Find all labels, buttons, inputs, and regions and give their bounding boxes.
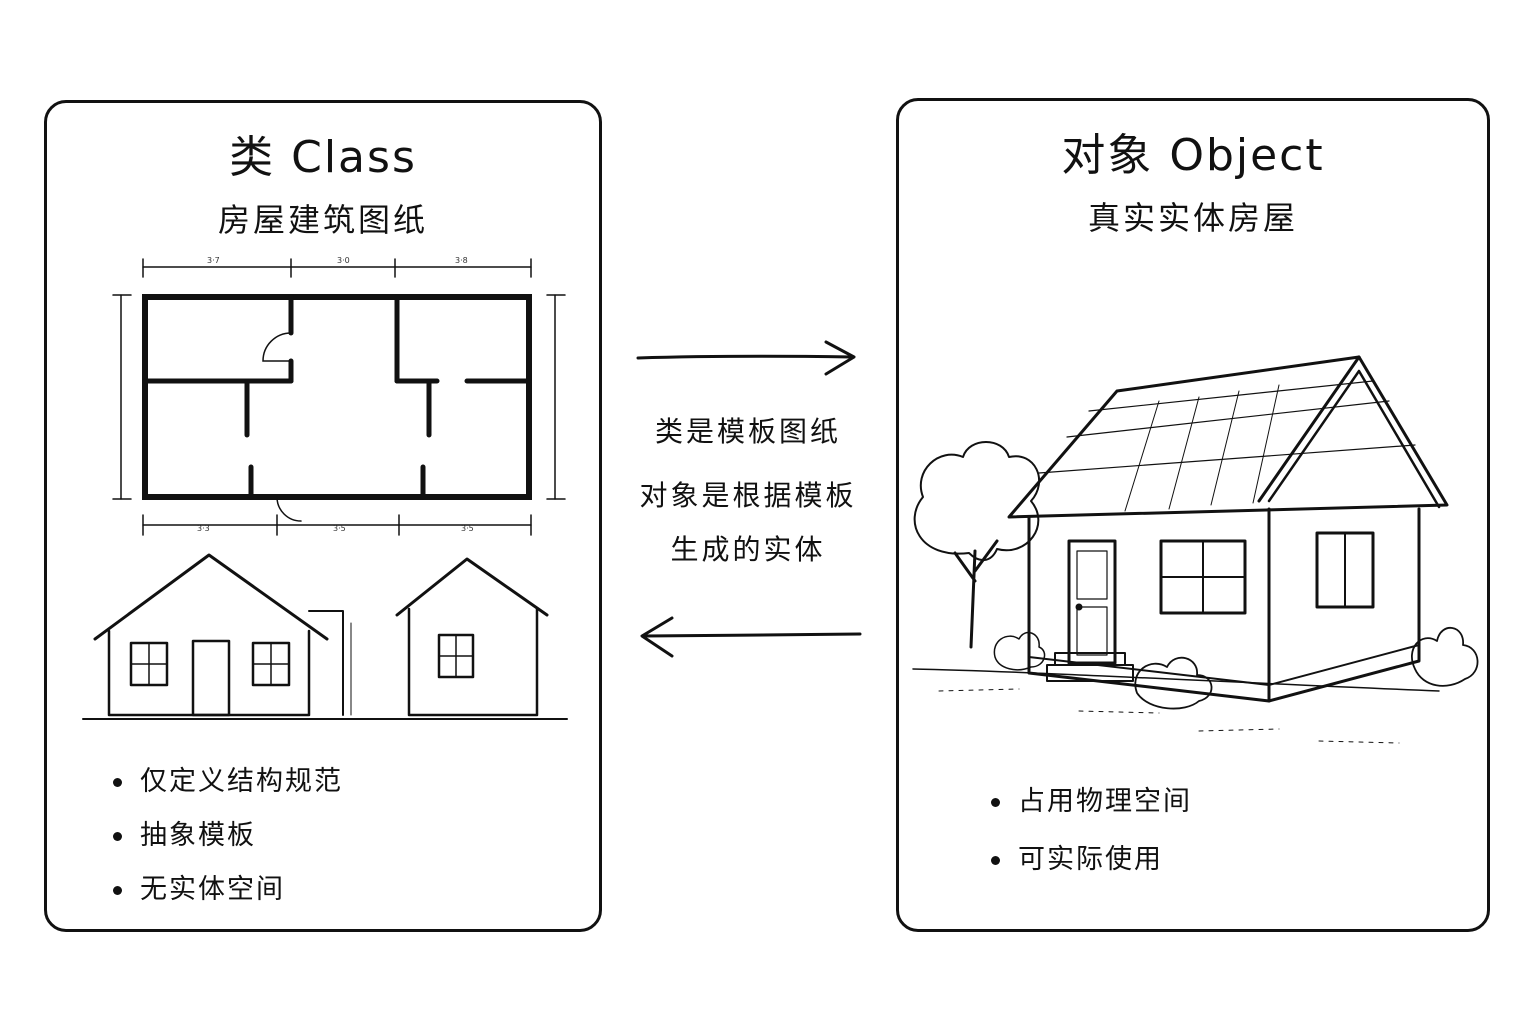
bullet-dot-icon xyxy=(113,885,122,895)
svg-text:3·0: 3·0 xyxy=(337,256,350,265)
object-title: 对象 Object xyxy=(1061,130,1325,181)
floor-plan-drawing: 3·7 3·0 3·8 3·3 3·5 3·5 xyxy=(82,256,568,720)
object-panel: 对象 Object 真实实体房屋 xyxy=(896,98,1490,932)
svg-text:3·5: 3·5 xyxy=(461,524,474,533)
list-item: 抽象模板 xyxy=(113,809,343,863)
arrow-right-icon xyxy=(636,340,856,376)
class-bullet-list: 仅定义结构规范 抽象模板 无实体空间 xyxy=(113,755,343,917)
bullet-dot-icon xyxy=(991,797,1000,807)
object-subtitle: 真实实体房屋 xyxy=(1087,199,1298,237)
house-illustration xyxy=(912,355,1479,744)
class-panel: 类 Class 房屋建筑图纸 xyxy=(44,100,602,932)
svg-text:3·3: 3·3 xyxy=(197,524,210,533)
list-item: 无实体空间 xyxy=(113,863,343,917)
center-line-2: 对象是根据模板 xyxy=(639,479,857,512)
list-item: 可实际使用 xyxy=(991,831,1192,889)
svg-text:3·5: 3·5 xyxy=(333,524,346,533)
list-item: 占用物理空间 xyxy=(991,773,1192,831)
bullet-dot-icon xyxy=(991,855,1000,865)
object-bullet-list: 占用物理空间 可实际使用 xyxy=(991,773,1192,889)
class-title: 类 Class xyxy=(229,132,417,183)
arrow-left-icon xyxy=(640,616,862,658)
center-line-3: 生成的实体 xyxy=(670,533,826,566)
bullet-dot-icon xyxy=(113,831,122,841)
bullet-dot-icon xyxy=(113,777,122,787)
list-item: 仅定义结构规范 xyxy=(113,755,343,809)
svg-text:3·8: 3·8 xyxy=(455,256,468,265)
center-line-1: 类是模板图纸 xyxy=(654,415,841,448)
svg-text:3·7: 3·7 xyxy=(207,256,220,265)
class-subtitle: 房屋建筑图纸 xyxy=(217,201,428,239)
